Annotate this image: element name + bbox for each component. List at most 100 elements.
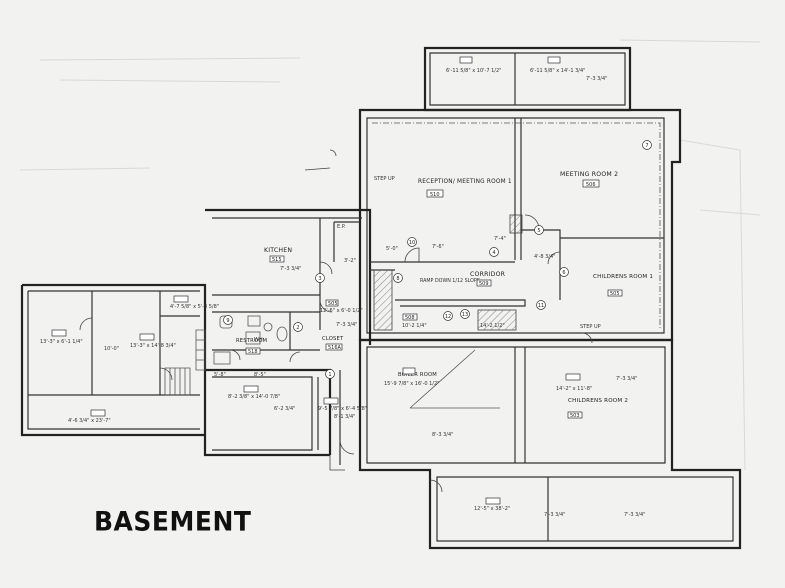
room-dims-r14: 4'-7 5/8" x 5'-8 5/8" <box>170 304 219 310</box>
ceiling-height: 7'-3 3/4" <box>336 322 357 328</box>
room-dims-r2: 6'-11 5/8" x 14'-1 3/4" <box>530 68 585 74</box>
room-number-506: 506 <box>586 182 596 188</box>
room-tag-box <box>51 329 67 337</box>
room-name-kitchen: KITCHEN <box>264 247 292 254</box>
door-tag-number: 13 <box>462 312 468 318</box>
room-tag-box <box>476 279 492 287</box>
door-tag-bubble <box>460 309 470 319</box>
room-dims-r13: 13'-3" x 14'-8 3/4" <box>130 343 176 349</box>
stairs <box>164 329 206 396</box>
room-name-reception: RECEPTION/ MEETING ROOM 1 <box>418 179 512 185</box>
room-number-503: 503 <box>570 413 580 419</box>
paper-ghost-marks <box>19 39 761 471</box>
room-number-509: 509 <box>479 281 489 287</box>
room-dims-r10: 15'-9 7/8" x 16'-0 1/2" <box>384 381 439 387</box>
dimension-label: 14'-2 1/2" <box>480 323 505 329</box>
door-tag-bubble <box>407 237 417 247</box>
room-tag-box <box>402 367 416 375</box>
door-tag-number: 6 <box>562 270 565 276</box>
door-tag-number: 12 <box>445 314 451 320</box>
room-dims-r18: 12'-5" x 38'-2" <box>474 506 510 512</box>
ceiling-height: 6'-2 3/4" <box>274 406 295 412</box>
door-tag-number: 5 <box>537 228 540 234</box>
door-tag-number: 9 <box>226 318 229 324</box>
room-tag-box <box>607 289 623 297</box>
ceiling-height: 7'-3 3/4" <box>616 376 637 382</box>
door-tag-bubble <box>393 273 403 283</box>
door-tag-bubble <box>534 225 544 235</box>
sheet-title: BASEMENT <box>94 506 252 537</box>
room-tag-box <box>323 397 339 405</box>
ceiling-height: 7'-3 3/4" <box>624 512 645 518</box>
dimension-label: 5'-8" <box>214 372 226 378</box>
dimension-label: 3'-2" <box>344 258 356 264</box>
ramp-note: RAMP DOWN 1/12 SLOPE <box>420 278 480 284</box>
door-tag-number: 2 <box>296 325 299 331</box>
room-tag-box <box>325 343 343 351</box>
room-tag-box <box>567 411 583 419</box>
room-name-boiler: BOILER ROOM <box>398 372 437 378</box>
room-tag-box <box>245 347 261 355</box>
door-tag-bubble <box>489 247 499 257</box>
step-up-note: STEP UP <box>580 324 601 330</box>
door-tag-bubble <box>315 273 325 283</box>
door-tag-number: 3 <box>318 276 321 282</box>
dimension-label: 10'-2 1/4" <box>402 323 427 329</box>
ceiling-height: 7'-3 3/4" <box>280 266 301 272</box>
corridor-dims: 12'-6" x 6'-0 1/2" <box>320 308 363 314</box>
room-number-505: 505 <box>610 291 620 297</box>
room-number-510: 510 <box>430 192 440 198</box>
room-dims-r1: 6'-11 5/8" x 10'-7 1/2" <box>446 68 501 74</box>
corridor-tag: 508 <box>405 315 415 321</box>
room-tag-box <box>426 189 444 198</box>
room-name-childrens-2: CHILDRENS ROOM 2 <box>568 398 628 404</box>
step-up-note: STEP UP <box>374 176 395 182</box>
room-tag-box <box>402 313 418 321</box>
dimension-label: 10'-0" <box>104 346 119 352</box>
door-tag-bubble <box>536 300 546 310</box>
room-tag-box <box>565 373 581 381</box>
dimension-label: 8'-5" <box>254 372 266 378</box>
room-name-childrens-1: CHILDRENS ROOM 1 <box>593 274 653 280</box>
door-tag-number: 7 <box>645 143 648 149</box>
room-name-closet: CLOSET <box>322 336 344 342</box>
dimension-label: 7'-6" <box>432 244 444 250</box>
interior-walls <box>91 118 664 541</box>
dimension-label: 5'-0" <box>386 246 398 252</box>
hatched-columns <box>373 214 523 331</box>
room-tag-box <box>139 333 155 341</box>
door-tag-number: 11 <box>538 303 544 309</box>
ceiling-height: 7'-3 3/4" <box>586 76 607 82</box>
door-tag-bubble <box>223 315 233 325</box>
door-tag-bubble <box>325 369 335 379</box>
room-tag-box <box>243 385 259 393</box>
door-tag-bubble <box>443 311 453 321</box>
door-tag-number: 8 <box>396 276 399 282</box>
dimension-label: 4'-8 3/4" <box>534 254 555 260</box>
water-heater-label: WH <box>254 337 263 343</box>
room-dims-r16: 8'-2 3/8" x 14'-0 7/8" <box>228 394 280 400</box>
door-tag-bubble <box>642 140 652 150</box>
room-tag-box <box>269 255 285 263</box>
ceiling-height: 8'-1 3/4" <box>334 414 355 420</box>
room-name-corridor: CORRIDOR <box>470 271 506 278</box>
room-dims-r11: 14'-2" x 11'-8" <box>556 386 592 392</box>
door-tag-bubble <box>559 267 569 277</box>
door-tag-number: 10 <box>409 240 415 246</box>
room-tag-box <box>325 299 339 307</box>
door-tag-number: 4 <box>492 250 495 256</box>
room-tag-box <box>582 179 600 188</box>
room-tag-box <box>547 56 561 64</box>
room-dims-r15: 4'-6 3/4" x 23'-7" <box>68 418 111 424</box>
room-number-515: 515 <box>272 257 282 263</box>
restroom-fixtures <box>213 315 288 365</box>
room-name-meeting-room-2: MEETING ROOM 2 <box>560 171 618 178</box>
door-swings <box>79 149 593 493</box>
room-tag-box <box>459 56 473 64</box>
ceiling-height: 8'-3 3/4" <box>432 432 453 438</box>
room-tag-label: 505 <box>328 301 338 307</box>
door-tag-bubble <box>293 322 303 332</box>
